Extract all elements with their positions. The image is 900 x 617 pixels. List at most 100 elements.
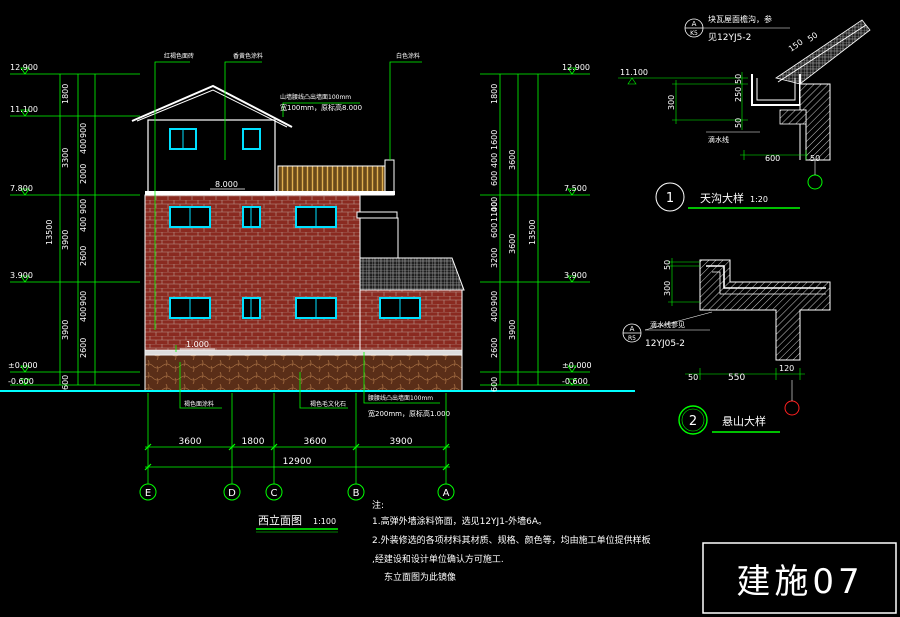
axis-label-a: A (443, 488, 450, 499)
level-8000: 8.000 (215, 180, 238, 189)
callout-gable-band: 山墙腰线凸出墙面100mm (280, 93, 351, 101)
left-dim: 1800 (61, 84, 70, 104)
detail1-badge-bottom: K5 (690, 30, 698, 37)
detail1-level: 11.100 (620, 68, 648, 77)
notes-line-3: ,经建设和设计单位确认方可施工. (372, 553, 504, 565)
left-level-3: 7.800 (10, 184, 33, 193)
detail1-number: 1 (666, 191, 674, 206)
left-dim: 3900 (61, 230, 70, 250)
bottom-dim: 3600 (304, 437, 327, 447)
callout-culture-stone: 褐色毛文化石 (310, 400, 346, 408)
annex-roof (359, 257, 465, 291)
right-level-5: -0.600 (562, 377, 588, 386)
detail2-drip-ref: 滴水线参见 (650, 320, 685, 329)
left-dim: 900 (79, 199, 88, 214)
left-level-6: -0.600 (8, 377, 34, 386)
left-elevation-dims: 12.900 11.100 7.800 3.900 ±0.000 -0.600 … (8, 63, 140, 390)
right-level-4: ±0.000 (562, 361, 592, 370)
right-dim: 3900 (508, 320, 517, 340)
bottom-total: 12900 (283, 457, 312, 467)
callout-yellow-paint: 香黄色涂料 (233, 52, 263, 60)
left-dim: 3300 (61, 148, 70, 168)
detail2-dim-v: 300 (663, 281, 672, 296)
notes: 注: 1.高弹外墙涂料饰面，选见12YJ1-外墙6A。 2.外装修选的各项材料其… (372, 499, 651, 583)
left-dim: 2600 (79, 338, 88, 358)
callout-brown-paint: 褐色面涂料 (184, 400, 214, 408)
callout-leaders (154, 61, 440, 409)
bottom-dim: 3900 (390, 437, 413, 447)
right-dim: 900 (490, 291, 499, 306)
right-dim: 3200 (490, 248, 499, 268)
left-dim: 600 (61, 375, 70, 390)
sheet-label: 建施07 (736, 562, 863, 602)
callout-white-paint: 白色涂料 (396, 52, 420, 60)
detail2-badge-bottom: R5 (628, 335, 636, 342)
detail1-name: 天沟大样 (700, 191, 744, 205)
sheet-label-box: 建施07 (702, 542, 897, 614)
detail1-dim: 50 (734, 118, 743, 128)
callout-waist-band: 腰腰线凸出墙面100mm (368, 394, 433, 402)
axis-label-c: C (271, 488, 278, 499)
detail1-dim: 600 (765, 154, 780, 163)
terrace-railing (277, 165, 391, 196)
window (242, 128, 261, 150)
notes-line-1: 1.高弹外墙涂料饰面，选见12YJ1-外墙6A。 (372, 515, 547, 527)
detail1-scale: 1:20 (750, 195, 768, 204)
notes-line-2: 2.外装修选的各项材料其材质、规格、颜色等，均由施工单位提供样板 (372, 534, 651, 546)
detail2-dim-h: 50 (688, 373, 698, 382)
detail1-ref-code: 见12YJ5-2 (708, 32, 751, 43)
detail1-dim: 50 (810, 154, 820, 163)
title-name: 西立面图 (258, 513, 302, 527)
right-dim: 3600 (508, 234, 517, 254)
right-dim: 400 (490, 197, 499, 212)
axis-label-d: D (228, 488, 236, 499)
left-dim: 3900 (61, 320, 70, 340)
bottom-dims: 3600 1800 3600 3900 12900 E D C B A (139, 393, 455, 501)
right-dim: 1600 (490, 130, 499, 150)
left-dim: 900 (79, 123, 88, 138)
left-level-5: ±0.000 (8, 361, 38, 370)
detail2-dim-v: 50 (663, 260, 672, 270)
building-elevation (0, 84, 635, 392)
detail-overhang: 50 300 50 550 120 滴水线参见 A R5 12YJ05-2 2 … (622, 258, 831, 435)
left-level-1: 12.900 (10, 63, 38, 72)
callout-waist-band-2: 宽200mm，原标高1.000 (368, 409, 450, 418)
right-dim: 400 (490, 153, 499, 168)
axis-label-e: E (145, 488, 151, 499)
detail1-dim: 150 (787, 38, 805, 54)
right-dim: 1100 (490, 202, 499, 222)
callout-brick: 红褐色面砖 (164, 52, 194, 60)
right-dim: 600 (490, 223, 499, 238)
right-level-2: 7.500 (564, 184, 587, 193)
axis-label-b: B (353, 488, 360, 499)
right-dim: 2600 (490, 338, 499, 358)
detail1-ref-text: 块瓦屋面檐沟，参 (708, 14, 772, 24)
gable-roof (131, 84, 293, 128)
level-1000: 1.000 (186, 340, 209, 349)
detail-gutter: A K5 块瓦屋面檐沟，参 见12YJ5-2 11.100 150 50 (618, 14, 871, 212)
left-dim: 400 (79, 217, 88, 232)
left-dim: 2600 (79, 246, 88, 266)
right-level-1: 12.900 (562, 63, 590, 72)
right-dim: 1800 (490, 84, 499, 104)
right-dim: 3600 (508, 150, 517, 170)
right-elevation-dims: 12.900 7.500 3.900 ±0.000 -0.600 1800 16… (480, 63, 592, 392)
detail2-number: 2 (689, 414, 697, 429)
detail2-ref-code: 12YJ05-2 (645, 339, 685, 349)
detail1-drip-label: 滴水线 (708, 135, 729, 144)
left-total: 13500 (45, 220, 54, 245)
detail2-dim-h: 120 (779, 364, 794, 373)
detail1-dim: 50 (734, 74, 743, 84)
detail1-dim: 50 (806, 30, 820, 43)
notes-line-4: 东立面图为此镜像 (384, 571, 456, 583)
detail1-badge-top: A (692, 20, 697, 28)
right-dim: 600 (490, 377, 499, 392)
left-dim: 2000 (79, 164, 88, 184)
right-dim: 400 (490, 307, 499, 322)
detail1-dim: 300 (667, 95, 676, 110)
right-total: 13500 (528, 220, 537, 245)
detail2-name: 悬山大样 (722, 414, 766, 428)
left-dim: 400 (79, 307, 88, 322)
bottom-dim: 1800 (242, 437, 265, 447)
